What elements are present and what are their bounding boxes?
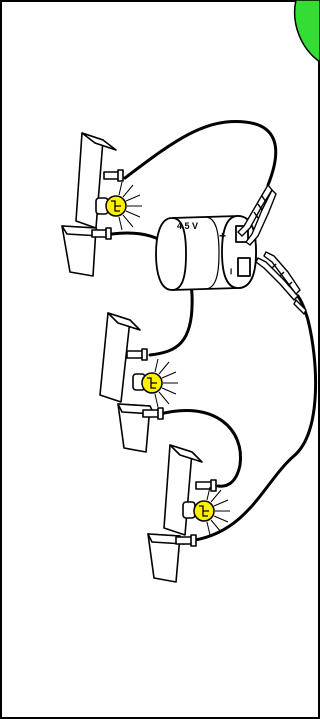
holder-1-flap-top — [81, 132, 117, 151]
battery-minus-label: – — [225, 268, 239, 275]
wire-1-2 — [110, 231, 194, 357]
battery-voltage-label: 4,5 V — [177, 221, 198, 231]
holder-1-screw-bot — [91, 227, 112, 240]
light-rays-icon — [206, 486, 230, 536]
bulb-3 — [193, 486, 230, 536]
battery-icon — [155, 215, 257, 291]
holder-1-screw-top — [103, 169, 124, 182]
holder-3-screw-top — [195, 479, 217, 492]
lamp-holder-3 — [147, 444, 217, 583]
battery-plus-label: + — [219, 229, 226, 243]
alligator-clip-icon — [237, 184, 307, 315]
wire-top — [123, 120, 278, 187]
holder-3-screw-bot — [175, 534, 197, 547]
holder-3-flap-top — [169, 444, 203, 463]
bulb-2 — [141, 358, 178, 408]
clip-minus — [255, 251, 307, 315]
clip-plus — [237, 184, 277, 246]
wire-2-3 — [158, 408, 243, 488]
light-rays-icon — [154, 358, 178, 408]
light-rays-icon — [118, 181, 142, 231]
lamp-holder-1 — [61, 132, 124, 277]
battery-minus-tab — [237, 257, 251, 277]
holder-2-flap-top — [107, 312, 141, 331]
holder-2-screw-bot — [142, 407, 164, 420]
lamp-holder-2 — [99, 312, 164, 453]
bulb-1 — [105, 181, 142, 231]
holder-2-screw-top — [126, 348, 148, 361]
holder-3-socket — [182, 501, 196, 519]
